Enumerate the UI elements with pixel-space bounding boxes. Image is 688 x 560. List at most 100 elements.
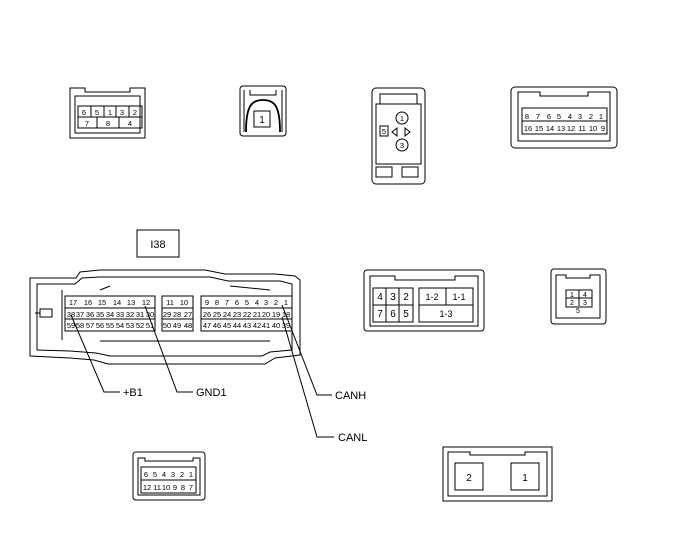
connector-id-label: I38: [150, 239, 165, 251]
c5-pin: 4: [377, 292, 383, 303]
main-connector: 17 16 15 14 13 12 38 37 36 35 34 33 32 3…: [29, 269, 301, 365]
c4-pin: 6: [547, 112, 551, 121]
main-pin: 32: [126, 310, 134, 319]
main-pin: 37: [76, 310, 84, 319]
main-pin: 44: [233, 321, 241, 330]
main-pin: 15: [98, 298, 106, 307]
c5-pin: 1-1: [452, 292, 465, 302]
main-pin: 47: [203, 321, 211, 330]
c7-pin: 12: [143, 483, 151, 492]
c3-pin: 3: [400, 141, 404, 150]
main-pin: 7: [225, 298, 229, 307]
main-pin: 50: [163, 321, 171, 330]
c4-pin: 11: [578, 124, 586, 133]
main-pin: 8: [215, 298, 219, 307]
main-pin: 53: [126, 321, 134, 330]
c5-pin: 6: [390, 309, 396, 320]
c6-pin: 5: [576, 308, 580, 315]
main-pin: 11: [166, 298, 174, 307]
c5-pin: 5: [403, 309, 409, 320]
main-pin: 17: [69, 298, 77, 307]
c3-side-pin: 5: [382, 127, 386, 136]
main-pin: 14: [113, 298, 121, 307]
c7-pin: 5: [153, 470, 157, 479]
c1-pin: 8: [106, 119, 110, 128]
main-pin: 28: [173, 310, 181, 319]
main-pin: 1: [284, 298, 288, 307]
c1-pin: 2: [133, 108, 137, 117]
connector-5: 4 3 2 7 6 5 1-2 1-1 1-3: [363, 269, 485, 332]
main-pin: 41: [262, 321, 270, 330]
main-pin: 45: [223, 321, 231, 330]
main-pin: 58: [76, 321, 84, 330]
c8-pin: 1: [522, 473, 528, 484]
main-pin: 38: [67, 310, 75, 319]
main-pin: 26: [203, 310, 211, 319]
main-pin: 6: [235, 298, 239, 307]
c1-pin: 7: [85, 119, 89, 128]
connector-8: 2 1: [442, 446, 553, 502]
c1-pin: 4: [128, 119, 132, 128]
main-pin: 39: [282, 321, 290, 330]
c7-pin: 7: [189, 483, 193, 492]
main-pin: 3: [264, 298, 268, 307]
main-pin: 42: [253, 321, 261, 330]
main-pin: 57: [86, 321, 94, 330]
c4-pin: 10: [589, 124, 597, 133]
callout-gnd1: GND1: [196, 387, 227, 399]
callout-canl: CANL: [338, 432, 367, 444]
c5-pin: 7: [377, 309, 383, 320]
c5-pin: 3: [390, 292, 396, 303]
c7-pin: 10: [162, 483, 170, 492]
c2-pin: 1: [259, 115, 265, 126]
c7-pin: 6: [144, 470, 148, 479]
c4-pin: 5: [557, 112, 561, 121]
connector-2: 1: [239, 85, 287, 137]
connector-6: 1 4 2 3 5: [550, 268, 607, 325]
main-pin: 49: [173, 321, 181, 330]
main-pin: 43: [243, 321, 251, 330]
c5-pin: 2: [403, 292, 409, 303]
main-pin: 13: [127, 298, 135, 307]
c4-pin: 8: [525, 112, 529, 121]
callout-b1: +B1: [123, 387, 143, 399]
connector-3: 1 3 5: [371, 87, 426, 185]
callout-lines: [70, 304, 334, 438]
main-pin: 4: [255, 298, 259, 307]
main-pin: 5: [245, 298, 249, 307]
main-pin: 19: [272, 310, 280, 319]
c4-pin: 4: [568, 112, 572, 121]
c1-pin: 1: [108, 108, 112, 117]
c7-pin: 4: [162, 470, 166, 479]
main-pin: 48: [184, 321, 192, 330]
c6-pin: 4: [583, 292, 587, 299]
main-pin: 30: [146, 310, 154, 319]
c4-pin: 3: [578, 112, 582, 121]
main-pin: 10: [180, 298, 188, 307]
c7-pin: 8: [181, 483, 185, 492]
c1-pin: 6: [82, 108, 86, 117]
main-pin: 40: [272, 321, 280, 330]
main-pin: 54: [116, 321, 124, 330]
c6-pin: 3: [583, 300, 587, 307]
main-pin: 56: [96, 321, 104, 330]
c6-pin: 2: [570, 300, 574, 307]
connector-4: 8 7 6 5 4 3 2 1 16 15 14 13 12 11 10 9: [510, 86, 618, 149]
c4-pin: 13: [557, 124, 565, 133]
c8-pin: 2: [466, 473, 472, 484]
c7-pin: 2: [180, 470, 184, 479]
main-pin: 31: [136, 310, 144, 319]
c4-pin: 12: [567, 124, 575, 133]
main-pin: 21: [253, 310, 261, 319]
c6-pin: 1: [570, 292, 574, 299]
c3-pin: 1: [400, 114, 404, 123]
connector-1: 6 5 1 3 2 7 8 4: [69, 87, 146, 139]
main-pin: 34: [106, 310, 114, 319]
c4-pin: 15: [535, 124, 543, 133]
c4-pin: 1: [599, 112, 603, 121]
connector-id-box: I38: [136, 229, 180, 258]
main-pin: 20: [262, 310, 270, 319]
c7-pin: 3: [171, 470, 175, 479]
main-pin: 24: [223, 310, 231, 319]
